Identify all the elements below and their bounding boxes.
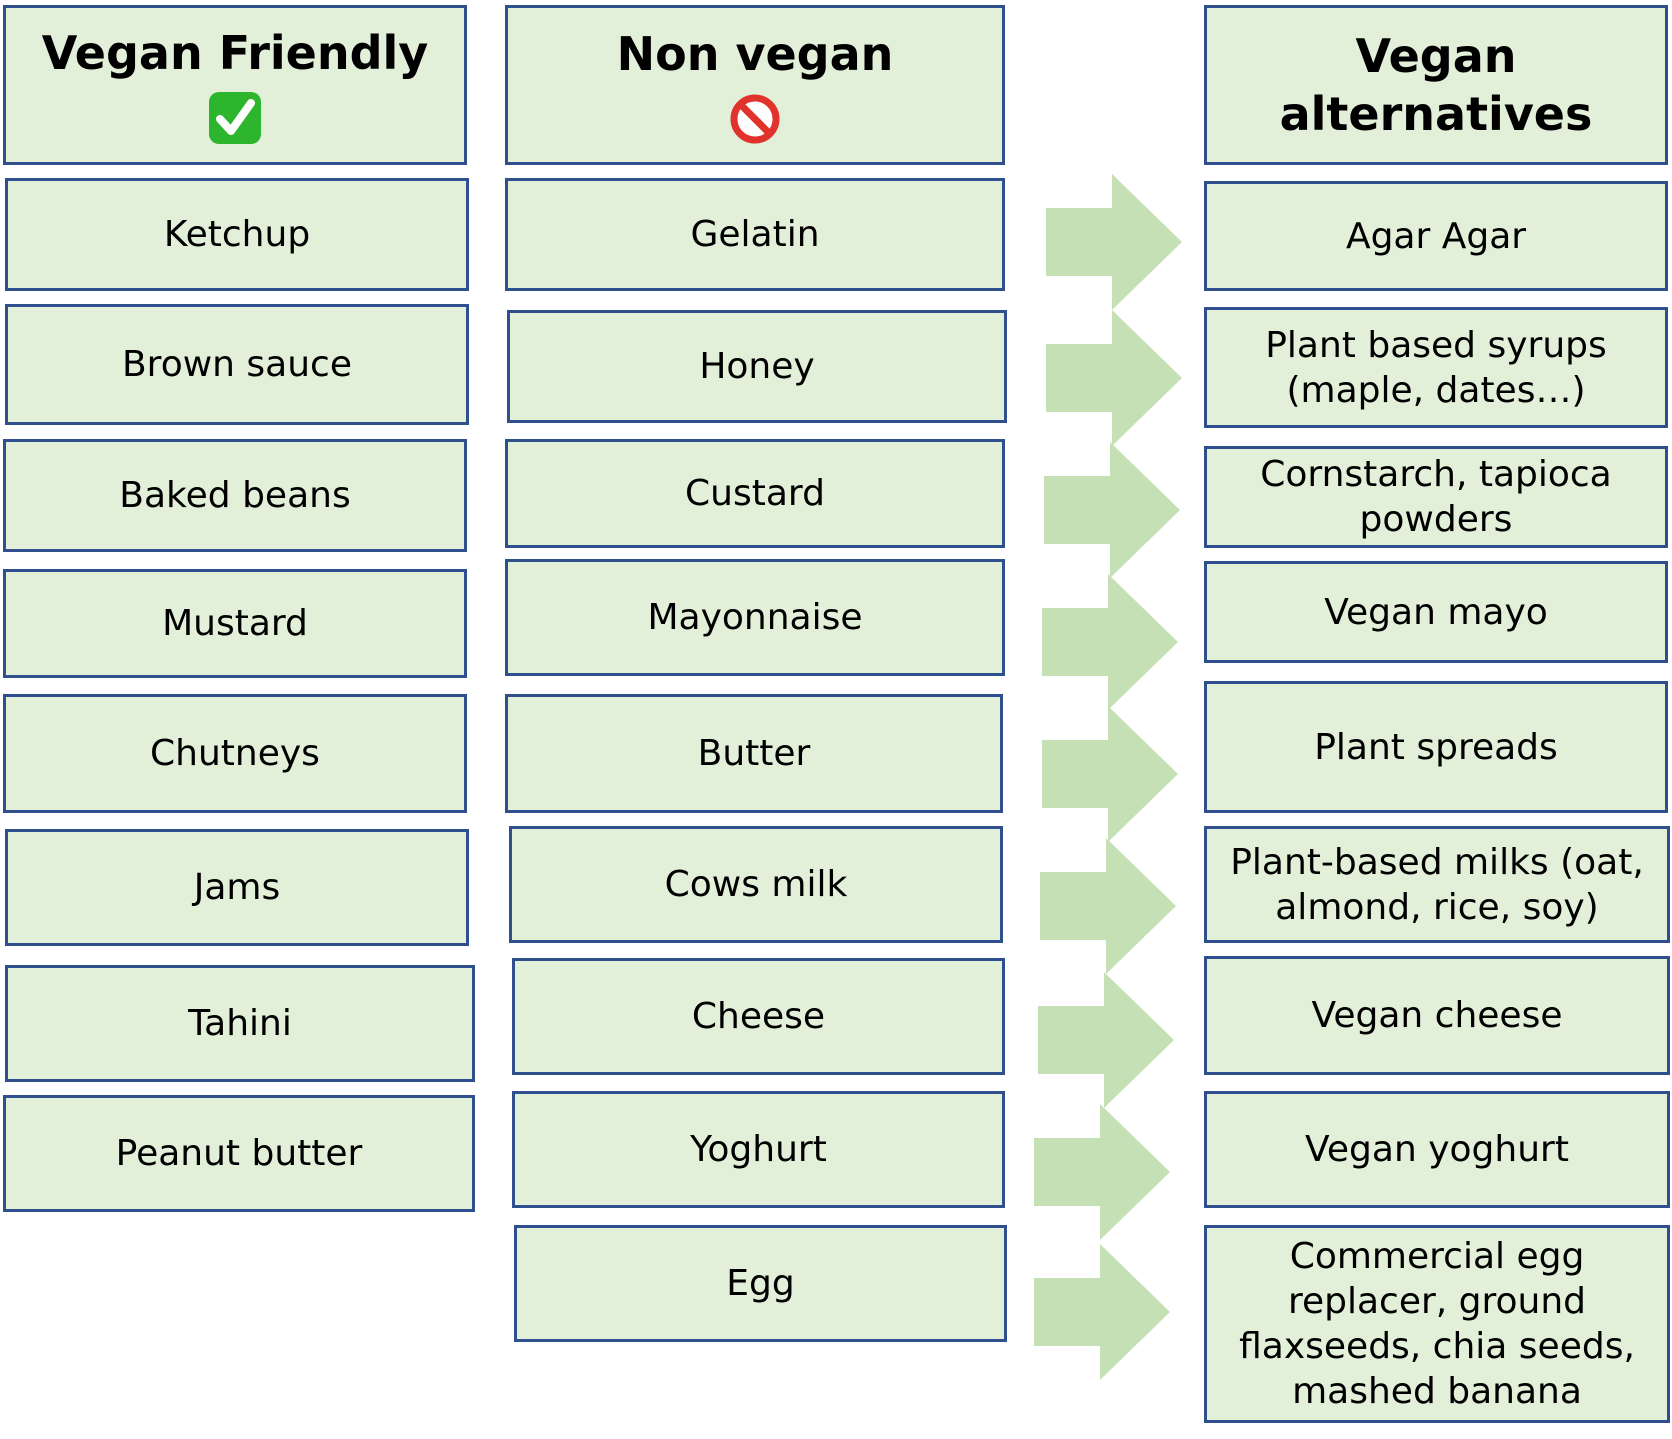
vegan-friendly-item: Ketchup — [5, 178, 469, 291]
non-vegan-item-label: Honey — [699, 346, 815, 387]
vegan-alternative-item-label: Vegan mayo — [1324, 591, 1548, 633]
right-arrow-icon — [1034, 1104, 1170, 1240]
vegan-alternatives-header: Vegan alternatives — [1204, 5, 1668, 165]
vegan-alternative-item-label: Plant based syrups (maple, dates…) — [1265, 324, 1607, 411]
vegan-friendly-item: Mustard — [3, 569, 467, 678]
right-arrow-icon — [1034, 1244, 1170, 1380]
non-vegan-item: Yoghurt — [512, 1091, 1005, 1208]
vegan-alternative-item-label: Plant spreads — [1314, 726, 1558, 768]
non-vegan-item: Butter — [505, 694, 1003, 813]
vegan-alternative-item-label: Vegan cheese — [1311, 995, 1563, 1036]
check-mark-icon — [209, 92, 261, 144]
vegan-alternative-item-label: Agar Agar — [1345, 215, 1527, 257]
non-vegan-header-label: Non vegan — [616, 27, 894, 81]
vegan-friendly-item: Baked beans — [3, 439, 467, 552]
vegan-friendly-item: Brown sauce — [5, 304, 469, 425]
vegan-friendly-item: Peanut butter — [3, 1095, 475, 1212]
non-vegan-item: Cheese — [512, 958, 1005, 1075]
vegan-alternative-item: Plant-based milks (oat, almond, rice, so… — [1204, 826, 1670, 943]
vegan-alternative-item-label: Commercial egg replacer, ground flaxseed… — [1239, 1236, 1635, 1412]
vegan-alternative-item: Plant based syrups (maple, dates…) — [1204, 307, 1668, 428]
vegan-friendly-item: Tahini — [5, 965, 475, 1082]
vegan-friendly-header-label: Vegan Friendly — [41, 26, 429, 80]
non-vegan-item-label: Yoghurt — [690, 1129, 827, 1170]
vegan-friendly-item: Jams — [5, 829, 469, 946]
vegan-friendly-item-label: Peanut butter — [115, 1133, 363, 1174]
non-vegan-item-label: Egg — [726, 1263, 795, 1304]
right-arrow-icon — [1046, 310, 1182, 446]
vegan-alternatives-header-label: Vegan alternatives — [1279, 29, 1593, 141]
vegan-friendly-item: Chutneys — [3, 694, 467, 813]
non-vegan-item-label: Custard — [685, 473, 825, 514]
vegan-alternative-item-label: Plant-based milks (oat, almond, rice, so… — [1230, 841, 1644, 928]
non-vegan-item-label: Cows milk — [664, 864, 848, 905]
vegan-alternative-item: Vegan cheese — [1204, 956, 1670, 1075]
vegan-friendly-item-label: Baked beans — [119, 475, 351, 516]
right-arrow-icon — [1042, 706, 1178, 842]
vegan-alternative-item: Vegan yoghurt — [1204, 1091, 1670, 1208]
vegan-friendly-item-label: Tahini — [188, 1003, 292, 1044]
non-vegan-item: Mayonnaise — [505, 559, 1005, 676]
vegan-alternative-item-label: Cornstarch, tapioca powders — [1260, 454, 1612, 540]
vegan-alternative-item-label: Vegan yoghurt — [1305, 1129, 1569, 1170]
non-vegan-item: Honey — [507, 310, 1007, 423]
prohibited-icon — [730, 94, 780, 144]
vegan-alternative-item: Vegan mayo — [1204, 561, 1668, 663]
vegan-alternative-item: Commercial egg replacer, ground flaxseed… — [1204, 1225, 1670, 1423]
right-arrow-icon — [1044, 442, 1180, 578]
vegan-alternative-item: Cornstarch, tapioca powders — [1204, 446, 1668, 548]
right-arrow-icon — [1042, 574, 1178, 710]
right-arrow-icon — [1046, 174, 1182, 310]
vegan-friendly-header: Vegan Friendly — [3, 5, 467, 165]
vegan-friendly-item-label: Ketchup — [163, 214, 311, 255]
non-vegan-item: Egg — [514, 1225, 1007, 1342]
non-vegan-item: Custard — [505, 439, 1005, 548]
vegan-friendly-item-label: Jams — [193, 867, 281, 908]
non-vegan-item: Gelatin — [505, 178, 1005, 291]
non-vegan-item-label: Cheese — [691, 996, 826, 1037]
vegan-friendly-item-label: Brown sauce — [121, 344, 352, 385]
vegan-alternative-item: Agar Agar — [1204, 181, 1668, 291]
non-vegan-item-label: Mayonnaise — [647, 597, 863, 638]
right-arrow-icon — [1038, 972, 1174, 1108]
right-arrow-icon — [1040, 838, 1176, 974]
non-vegan-item: Cows milk — [509, 826, 1003, 943]
non-vegan-header: Non vegan — [505, 5, 1005, 165]
non-vegan-item-label: Butter — [697, 733, 811, 774]
vegan-alternative-item: Plant spreads — [1204, 681, 1668, 813]
non-vegan-item-label: Gelatin — [690, 214, 820, 255]
vegan-friendly-item-label: Mustard — [162, 603, 308, 644]
vegan-friendly-item-label: Chutneys — [150, 733, 320, 774]
